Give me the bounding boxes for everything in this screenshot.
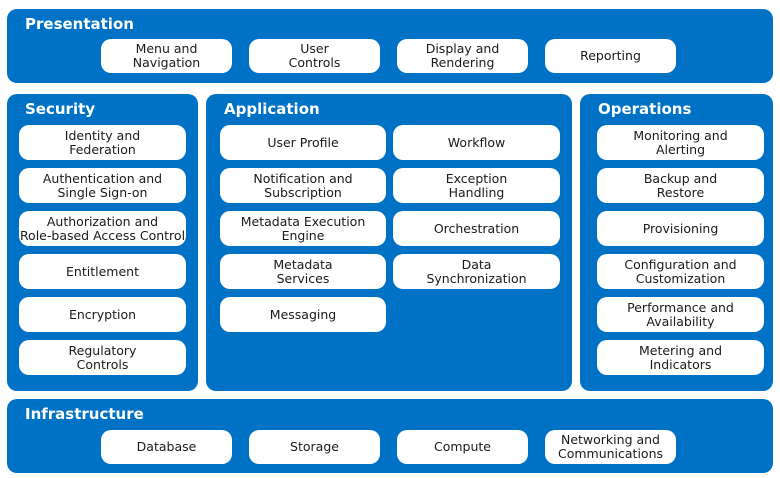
- compute-box: Compute: [397, 430, 528, 464]
- infrastructure-title: Infrastructure: [25, 405, 144, 423]
- database-box: Database: [101, 430, 232, 464]
- user-profile-box: User Profile: [220, 125, 386, 160]
- encryption-box: Encryption: [19, 297, 186, 332]
- security-title: Security: [25, 100, 96, 118]
- operations-title: Operations: [598, 100, 692, 118]
- entitlement-box: Entitlement: [19, 254, 186, 289]
- reporting-box: Reporting: [545, 39, 676, 73]
- messaging-box: Messaging: [220, 297, 386, 332]
- infrastructure-panel: Infrastructure Database Storage Compute …: [7, 399, 773, 473]
- menu-navigation-box: Menu and Navigation: [101, 39, 232, 73]
- display-rendering-box: Display and Rendering: [397, 39, 528, 73]
- regulatory-controls-box: Regulatory Controls: [19, 340, 186, 375]
- user-controls-box: User Controls: [249, 39, 380, 73]
- presentation-panel: Presentation Menu and Navigation User Co…: [7, 9, 773, 83]
- monitoring-alerting-box: Monitoring and Alerting: [597, 125, 764, 160]
- provisioning-box: Provisioning: [597, 211, 764, 246]
- metadata-execution-engine-box: Metadata Execution Engine: [220, 211, 386, 246]
- exception-handling-box: Exception Handling: [393, 168, 560, 203]
- authentication-sso-box: Authentication and Single Sign-on: [19, 168, 186, 203]
- performance-availability-box: Performance and Availability: [597, 297, 764, 332]
- application-panel: Application User Profile Notification an…: [206, 94, 572, 391]
- identity-federation-box: Identity and Federation: [19, 125, 186, 160]
- metering-indicators-box: Metering and Indicators: [597, 340, 764, 375]
- authorization-rbac-box: Authorization and Role-based Access Cont…: [19, 211, 186, 246]
- networking-communications-box: Networking and Communications: [545, 430, 676, 464]
- operations-panel: Operations Monitoring and Alerting Backu…: [580, 94, 773, 391]
- configuration-customization-box: Configuration and Customization: [597, 254, 764, 289]
- metadata-services-box: Metadata Services: [220, 254, 386, 289]
- storage-box: Storage: [249, 430, 380, 464]
- data-synchronization-box: Data Synchronization: [393, 254, 560, 289]
- workflow-box: Workflow: [393, 125, 560, 160]
- presentation-title: Presentation: [25, 15, 134, 33]
- notification-subscription-box: Notification and Subscription: [220, 168, 386, 203]
- security-panel: Security Identity and Federation Authent…: [7, 94, 198, 391]
- backup-restore-box: Backup and Restore: [597, 168, 764, 203]
- application-title: Application: [224, 100, 320, 118]
- orchestration-box: Orchestration: [393, 211, 560, 246]
